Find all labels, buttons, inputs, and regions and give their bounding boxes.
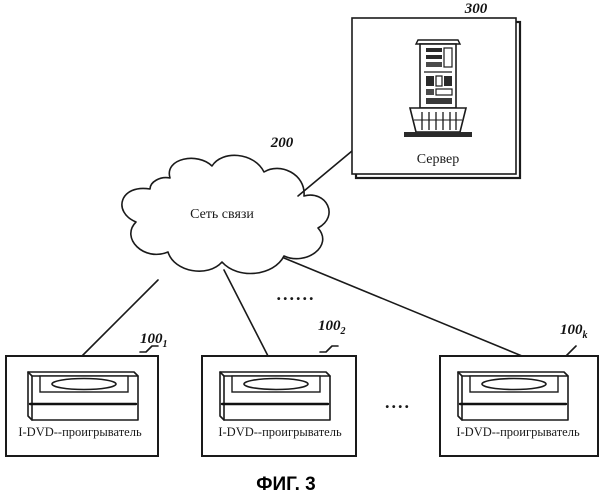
svg-text:100k: 100k	[560, 322, 588, 341]
link-cloud-player-2	[224, 270, 268, 356]
player-2-ref: 1002	[318, 318, 346, 352]
player-2-ref-number: 100	[318, 318, 341, 334]
player-k-ref-number: 100	[560, 322, 583, 338]
player-2-ref-sub: 2	[340, 326, 346, 337]
player-2-frame	[202, 356, 356, 456]
player-k-ref: 100k	[560, 322, 588, 356]
player-k: I-DVD--проигрыватель	[440, 356, 598, 456]
svg-text:1002: 1002	[318, 318, 346, 337]
player-2: I-DVD--проигрыватель	[202, 356, 356, 456]
network-cloud: Сеть связи	[122, 155, 329, 273]
network-ref-number: 200	[270, 135, 294, 151]
server-ref-number: 300	[464, 1, 488, 17]
player-1-ref: 1001	[140, 331, 168, 352]
link-cloud-server	[298, 146, 358, 196]
player-k-frame	[440, 356, 598, 456]
link-cloud-player-k	[284, 258, 522, 356]
ellipsis-players: ....	[385, 392, 411, 412]
player-1: I-DVD--проигрыватель	[6, 356, 158, 456]
player-k-ref-sub: k	[583, 330, 588, 341]
ellipsis-lines: ......	[277, 284, 316, 304]
player-k-label: I-DVD--проигрыватель	[456, 425, 580, 439]
svg-text:1001: 1001	[140, 331, 168, 350]
player-1-label: I-DVD--проигрыватель	[18, 425, 142, 439]
server-label: Сервер	[417, 152, 459, 167]
network-label: Сеть связи	[190, 207, 254, 222]
player-1-ref-number: 100	[140, 331, 163, 347]
player-1-ref-sub: 1	[163, 339, 168, 350]
player-2-label: I-DVD--проигрыватель	[218, 425, 342, 439]
server-box: Сервер	[352, 18, 520, 178]
figure-caption: ФИГ. 3	[256, 474, 315, 495]
